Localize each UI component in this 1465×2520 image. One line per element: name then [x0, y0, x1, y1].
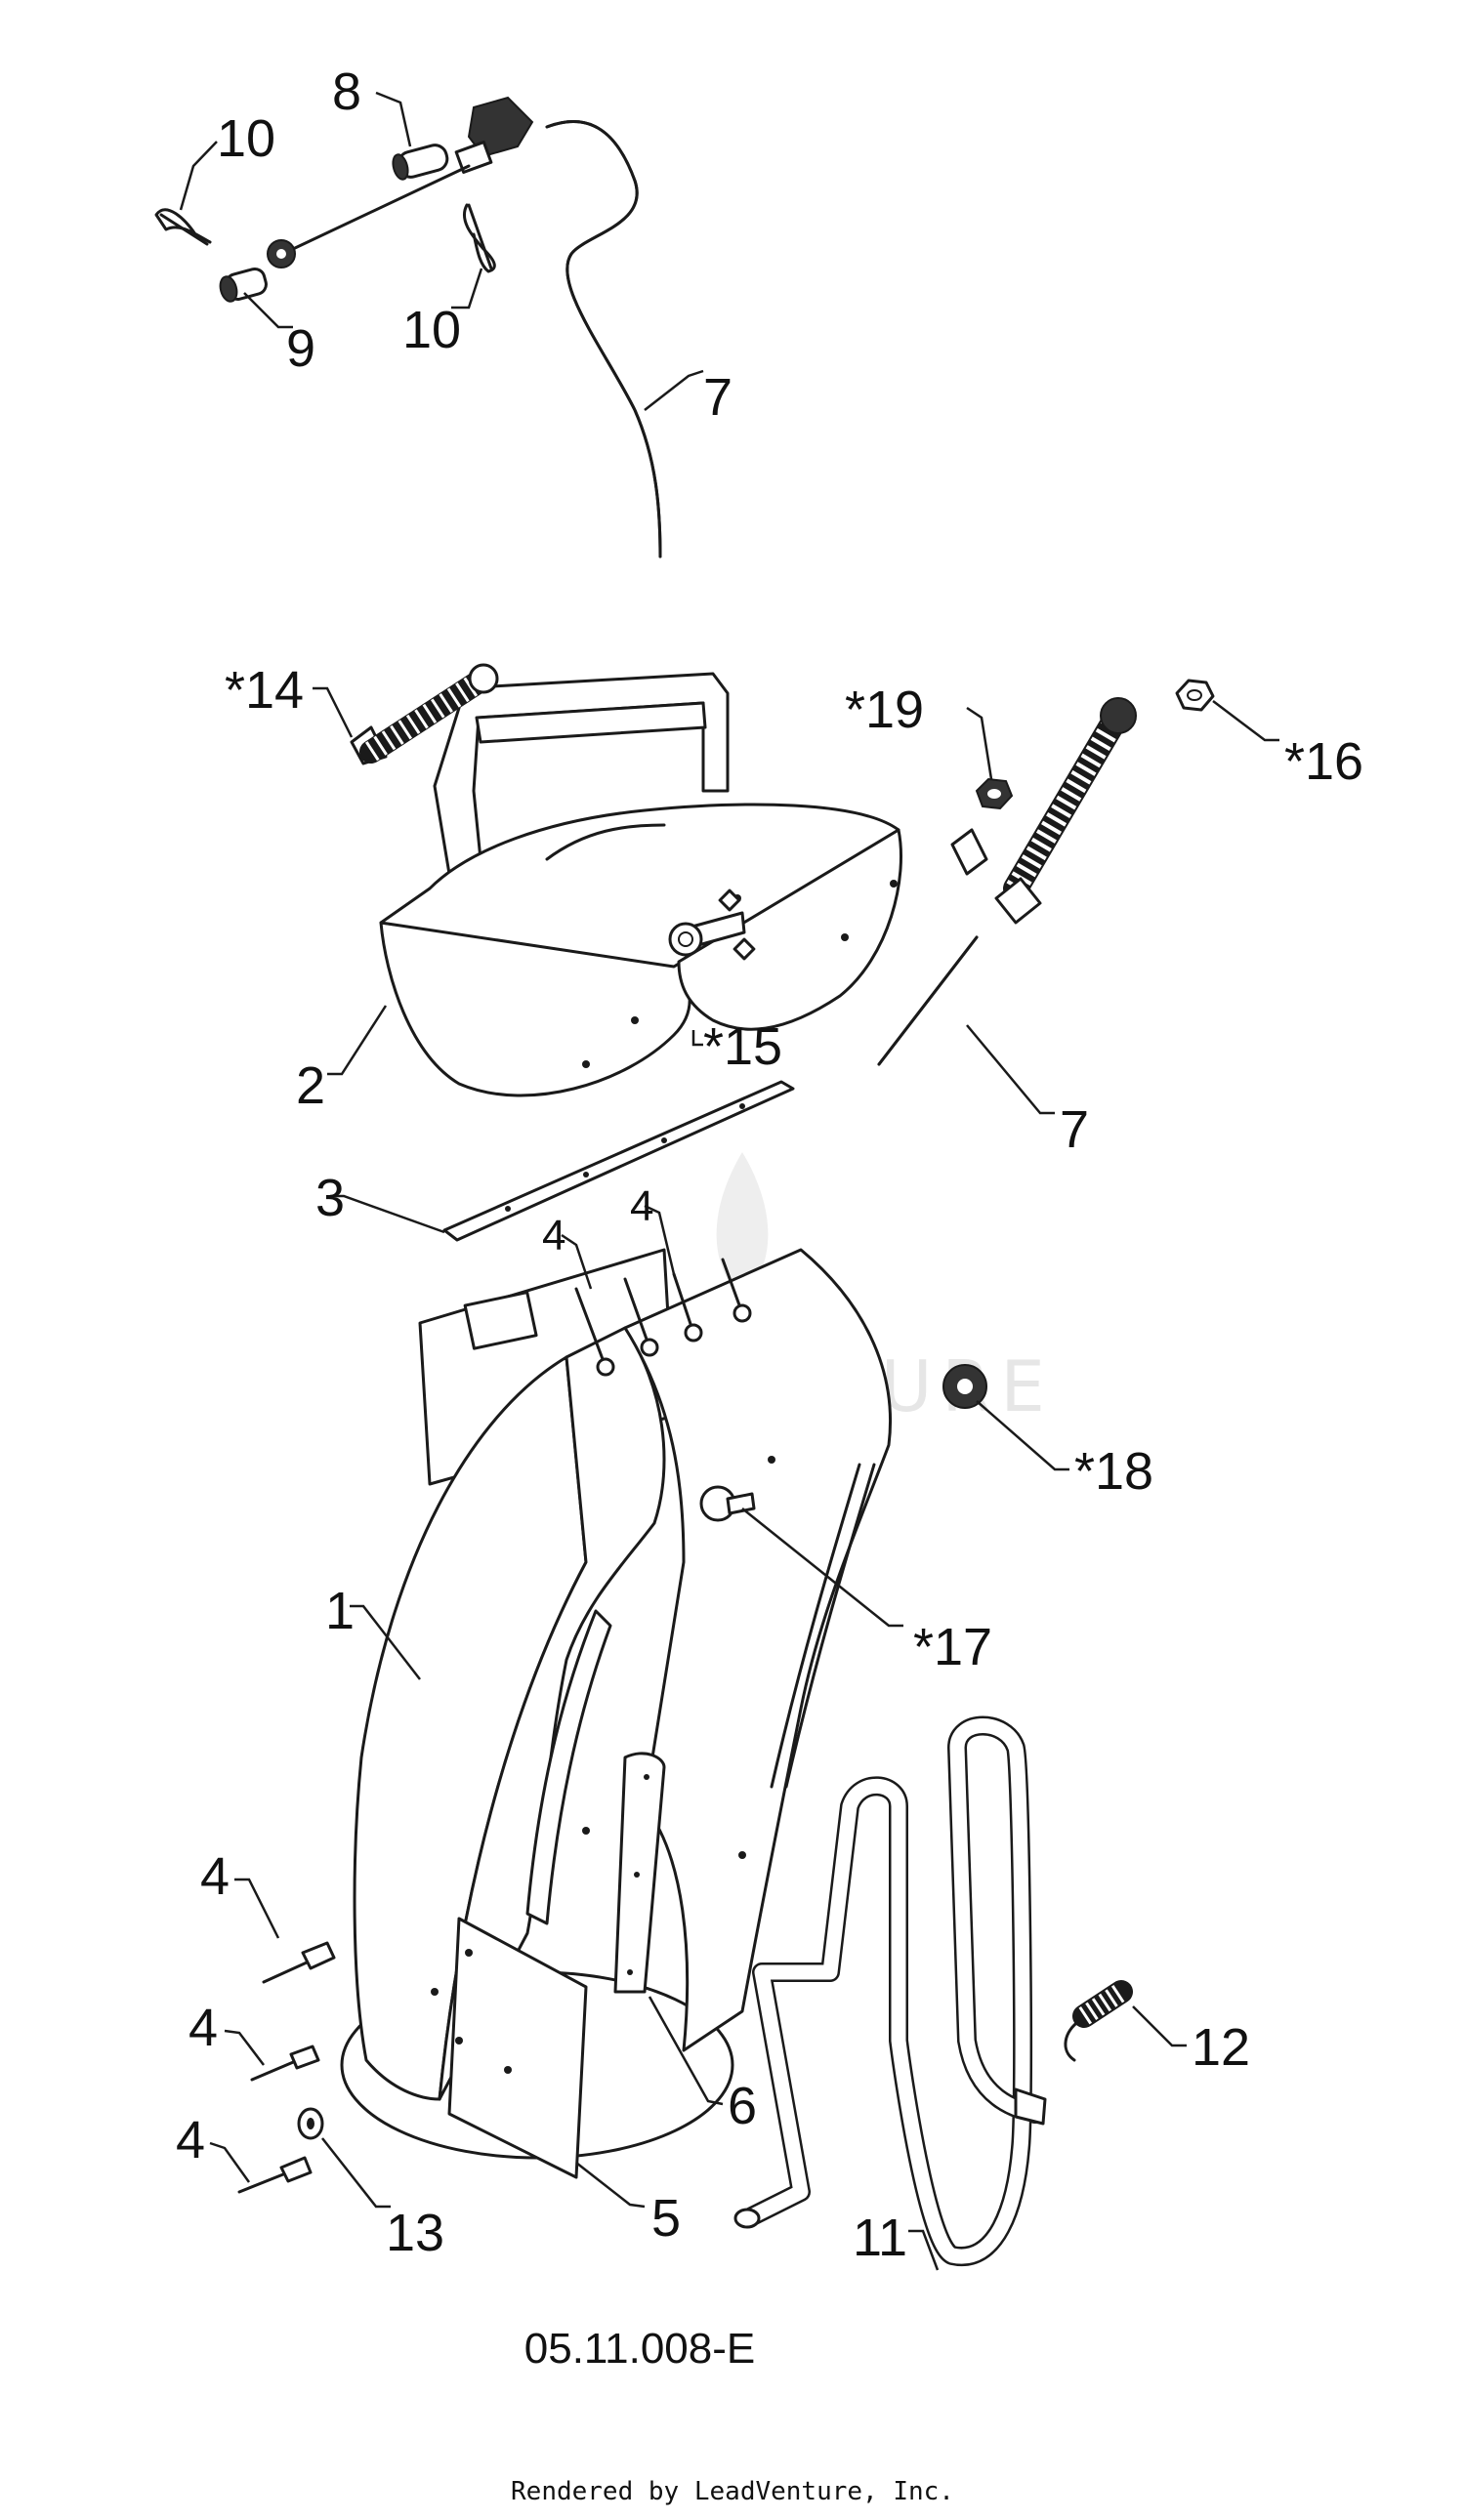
- callout-2: 2: [296, 1056, 325, 1115]
- chute-1: [340, 1248, 892, 2179]
- callout-10-right: 10: [402, 301, 461, 359]
- knob-17: [699, 1485, 756, 1522]
- diagram-reference-code: 05.11.008-E: [524, 2325, 755, 2373]
- leader-lines: [179, 91, 1279, 2271]
- callout-13: 13: [386, 2204, 444, 2262]
- callout-16: *16: [1284, 732, 1363, 791]
- rivets-4-left: [237, 1941, 336, 2194]
- render-credit: Rendered by LeadVenture, Inc.: [511, 2477, 954, 2506]
- callout-5: 5: [651, 2189, 681, 2248]
- callout-12: 12: [1192, 2018, 1250, 2077]
- rivets-4-top: [574, 1258, 752, 1377]
- callout-4-left-c: 4: [176, 2111, 205, 2169]
- washer-13: [297, 2107, 324, 2140]
- callout-8: 8: [332, 62, 361, 121]
- plate-3: [442, 1080, 795, 1242]
- callout-4-top-left: 4: [542, 1212, 565, 1260]
- callout-7-mid: 7: [1060, 1100, 1089, 1159]
- callout-17: *17: [913, 1618, 992, 1676]
- clip-10-left: [154, 208, 212, 246]
- bushing-9: [219, 268, 268, 303]
- callout-11: 11: [853, 2209, 907, 2267]
- locknut-18: [942, 1364, 987, 1409]
- callout-9: 9: [286, 319, 315, 378]
- callout-4-left-a: 4: [200, 1847, 230, 1906]
- callout-14: *14: [225, 661, 304, 720]
- clip-10-right: [462, 203, 496, 273]
- spring-12: [1064, 1980, 1133, 2062]
- cable-7-adjuster: [877, 697, 1137, 1066]
- callout-18: *18: [1074, 1442, 1153, 1501]
- callout-6: 6: [728, 2077, 757, 2135]
- nut-19: [975, 777, 1014, 810]
- callout-labels: 10 8 9 10 7 *14 *19 *16 *15 7 2 3 4 4 *1…: [176, 62, 1363, 2267]
- callout-4-top-right: 4: [630, 1182, 653, 1230]
- pin-8: [392, 144, 449, 181]
- spring-14: [350, 663, 499, 765]
- callout-10-left: 10: [217, 109, 275, 168]
- deflector-2: [379, 672, 902, 1097]
- callout-7-top: 7: [703, 368, 732, 427]
- callout-1: 1: [325, 1582, 355, 1640]
- control-rod-11: [733, 1715, 1047, 2267]
- callout-19: *19: [845, 681, 924, 739]
- callout-15: *15: [703, 1017, 782, 1076]
- nut-16: [1175, 679, 1215, 712]
- callout-4-left-b: 4: [188, 1999, 218, 2057]
- callout-3: 3: [315, 1169, 345, 1227]
- cable-assembly-top: [267, 96, 662, 558]
